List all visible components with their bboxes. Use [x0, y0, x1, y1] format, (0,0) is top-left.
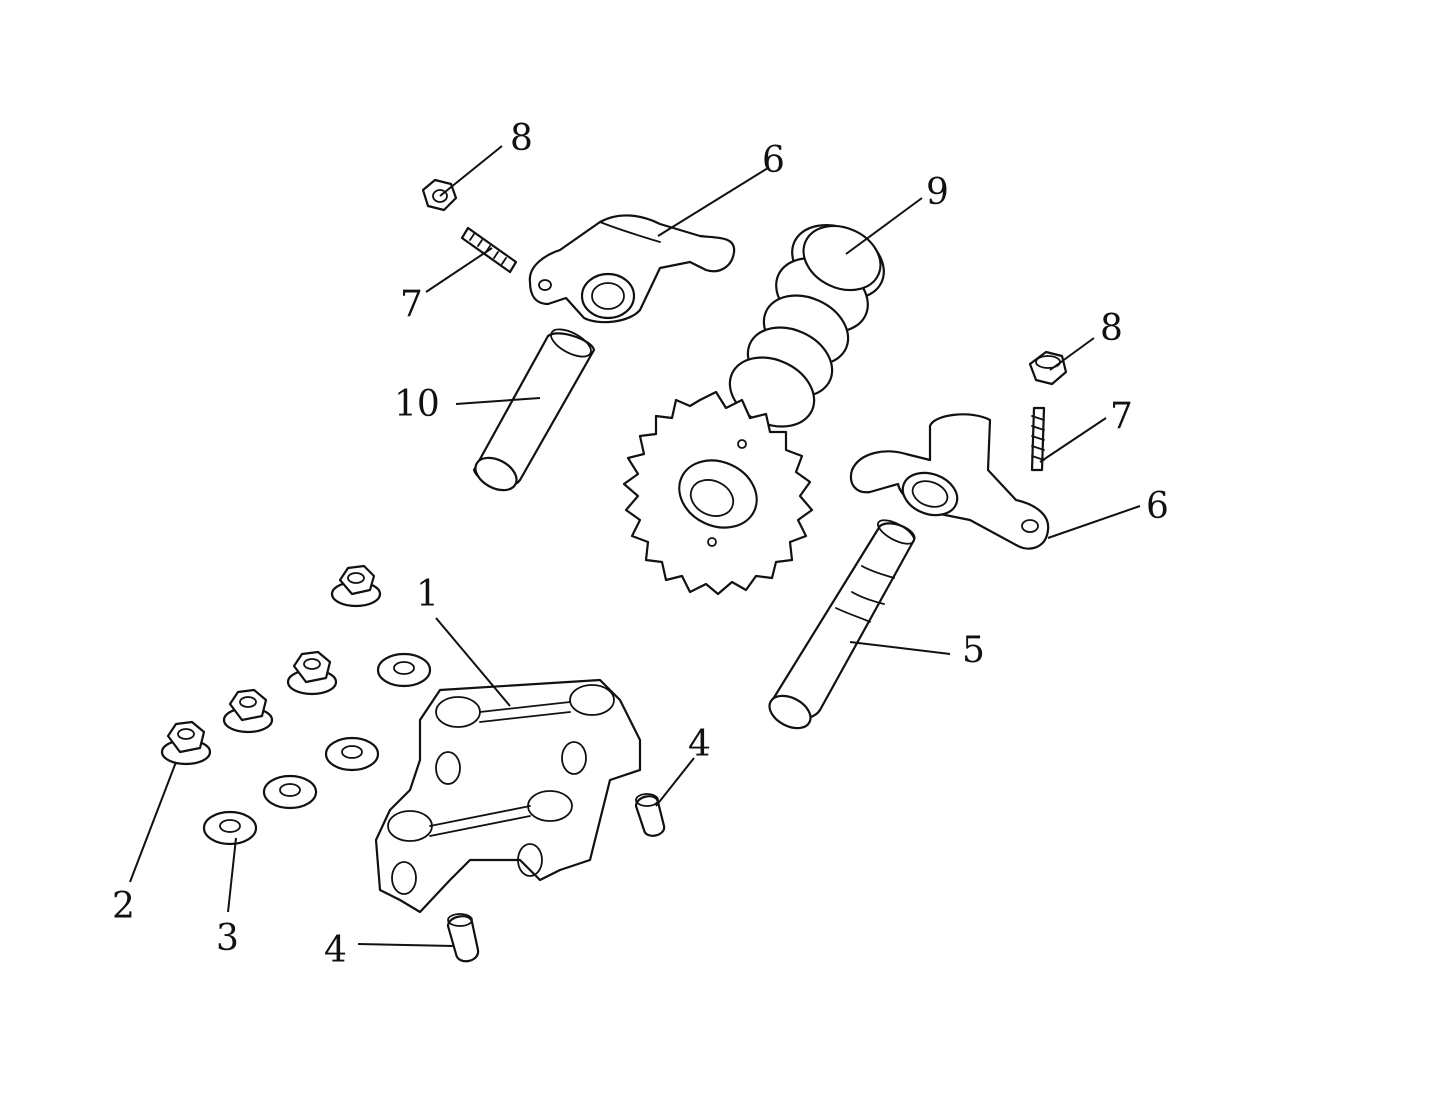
part-8-nut-left	[421, 178, 458, 212]
leader-3	[227, 837, 237, 913]
callout-2: 2	[112, 886, 135, 927]
callout-3: 3	[216, 918, 239, 959]
part-1-holder	[374, 678, 642, 914]
leader-9	[845, 197, 923, 255]
part-7-screw-right	[1030, 406, 1046, 472]
callout-8-right: 8	[1100, 308, 1123, 349]
leader-2	[129, 761, 177, 883]
leader-lines	[129, 145, 1141, 947]
leader-5	[849, 641, 951, 655]
flange-nut-3	[222, 688, 274, 734]
callout-7-left: 7	[400, 284, 423, 325]
part-9-camshaft	[622, 224, 885, 596]
leader-6-right	[1047, 505, 1141, 539]
callout-4-bottom: 4	[324, 930, 347, 971]
part-3-washers	[202, 652, 432, 846]
leader-7-left	[425, 247, 493, 293]
callout-1: 1	[416, 574, 439, 615]
callout-6-right: 6	[1146, 486, 1169, 527]
washer-2	[324, 736, 380, 772]
washer-3	[262, 774, 318, 810]
leader-1	[435, 617, 511, 707]
part-6-rocker-arm-lower	[849, 413, 1050, 550]
callout-10: 10	[394, 384, 440, 425]
flange-nut-2	[286, 650, 338, 696]
leader-6-top	[657, 167, 769, 237]
callout-labels: 8 6 9 7 10 8 7 6 5 1 4 2 3 4	[112, 118, 1169, 971]
callout-9: 9	[926, 172, 949, 213]
callout-7-right: 7	[1110, 396, 1133, 437]
part-4-dowel-bottom	[446, 913, 480, 963]
leader-10	[455, 397, 541, 405]
part-6-rocker-arm-upper	[528, 214, 736, 324]
leader-7-right	[1039, 417, 1107, 463]
callout-5: 5	[962, 630, 985, 671]
washer-4	[202, 810, 258, 846]
part-8-nut-right	[1028, 350, 1068, 386]
leader-8-left	[439, 145, 503, 197]
part-5-shaft	[768, 519, 916, 730]
leader-4-right	[655, 757, 695, 807]
washer-1	[376, 652, 432, 688]
callout-4-right: 4	[688, 724, 711, 765]
flange-nut-1	[330, 564, 382, 608]
flange-nut-4	[160, 720, 212, 766]
callout-6-top: 6	[762, 140, 785, 181]
leader-8-right	[1049, 337, 1095, 371]
part-10-pin	[472, 328, 596, 492]
callout-8-left: 8	[510, 118, 533, 159]
leader-4-bottom	[357, 943, 455, 947]
part-2-flange-nuts	[160, 564, 382, 766]
